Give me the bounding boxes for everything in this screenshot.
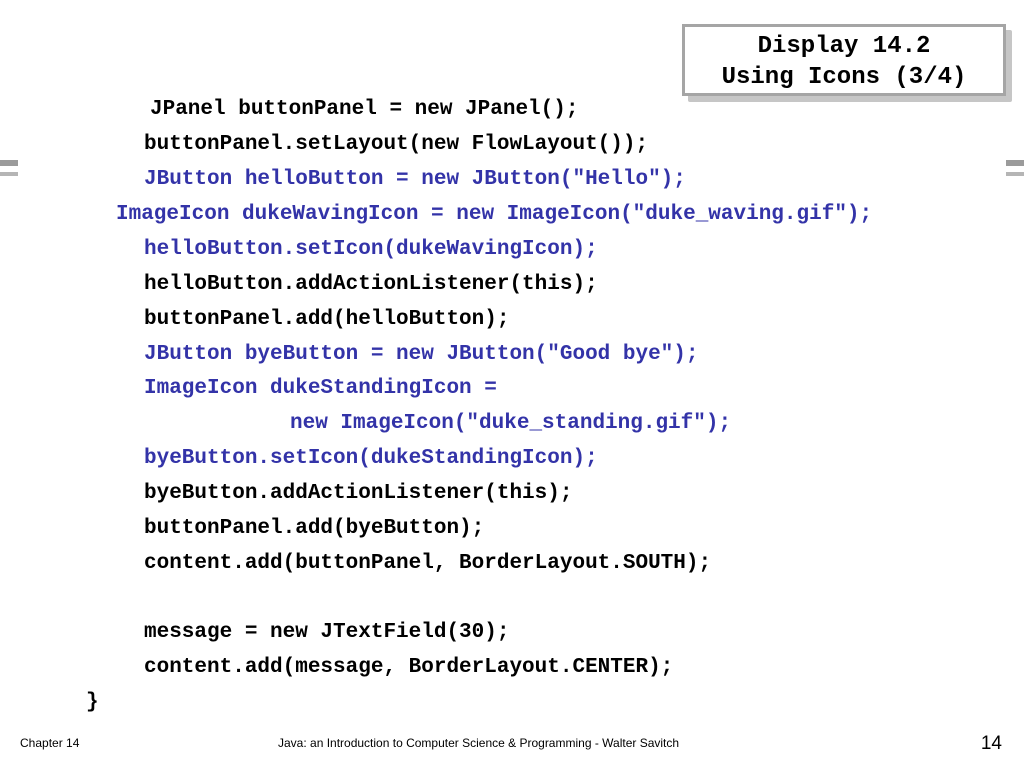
slide-title-box: Display 14.2 Using Icons (3/4) [682,24,1006,96]
slide-title-line-1: Display 14.2 [757,33,931,60]
footer-book-title: Java: an Introduction to Computer Scienc… [278,736,680,750]
code-line: helloButton.setIcon(dukeWavingIcon); [144,238,598,261]
code-line: JPanel buttonPanel = new JPanel(); [150,98,579,121]
code-line: } [86,691,99,714]
code-line: ImageIcon dukeStandingIcon = [144,377,497,400]
code-line: buttonPanel.add(byeButton); [144,517,485,540]
left-edge-mark-lower [0,172,18,176]
slide-title-line-2: Using Icons (3/4) [721,64,967,91]
footer-chapter: Chapter 14 [20,736,80,750]
code-line: content.add(buttonPanel, BorderLayout.SO… [144,552,712,575]
page-number: 14 [980,733,1002,754]
code-line: buttonPanel.add(helloButton); [144,308,510,331]
code-line: message = new JTextField(30); [144,621,510,644]
code-line: buttonPanel.setLayout(new FlowLayout()); [144,133,649,156]
code-line: ImageIcon dukeWavingIcon = new ImageIcon… [116,203,873,226]
code-line: content.add(message, BorderLayout.CENTER… [144,656,674,679]
left-edge-mark [0,160,18,166]
right-edge-mark [1006,160,1024,166]
code-line: helloButton.addActionListener(this); [144,273,598,296]
code-line: byeButton.addActionListener(this); [144,482,573,505]
code-line: JButton byeButton = new JButton("Good by… [144,343,699,366]
code-line: new ImageIcon("duke_standing.gif"); [290,412,732,435]
code-line: JButton helloButton = new JButton("Hello… [144,168,686,191]
code-line: byeButton.setIcon(dukeStandingIcon); [144,447,598,470]
right-edge-mark-lower [1006,172,1024,176]
